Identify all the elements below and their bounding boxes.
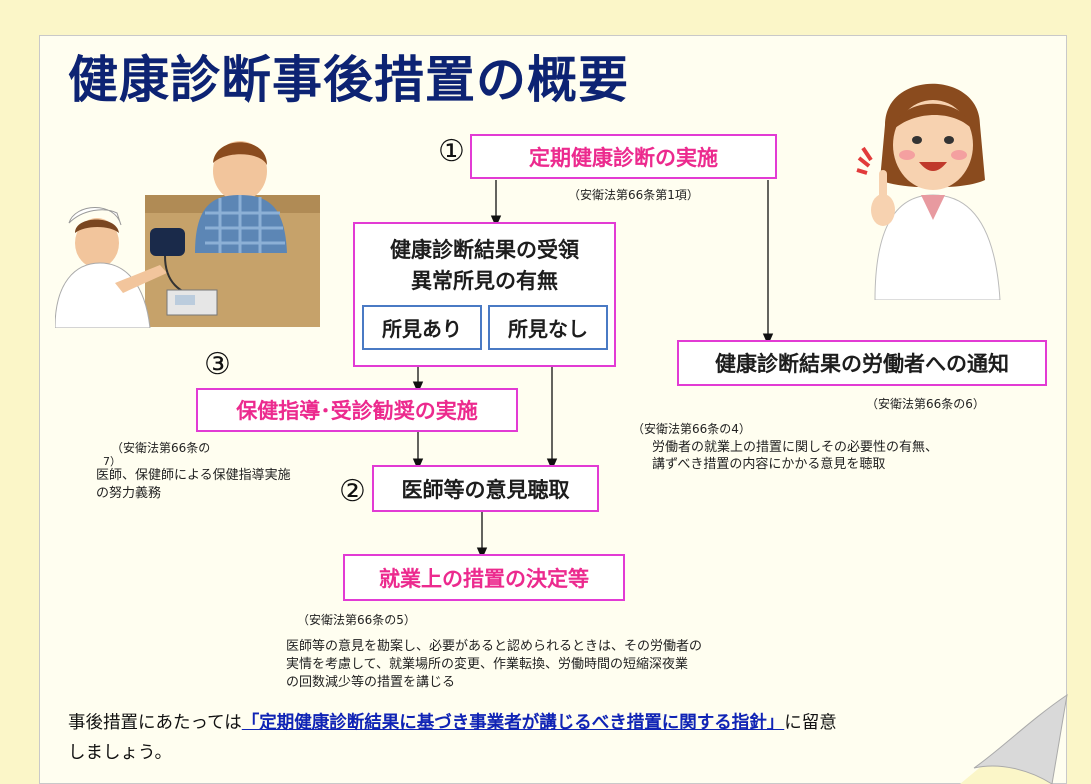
measures-note-line3: の回数減少等の措置を講じる	[286, 675, 456, 690]
periodic-exam-box: 定期健康診断の実施	[470, 134, 777, 179]
opinion-note-line1: 労働者の就業上の措置に関しその必要性の有無、	[652, 440, 939, 455]
footer-prefix: 事後措置にあたっては	[68, 713, 242, 733]
step-number-3: ③	[204, 347, 231, 382]
ref-article-66-6: （安衛法第66条の6）	[866, 397, 985, 411]
work-measures-box: 就業上の措置の決定等	[343, 554, 625, 601]
guideline-link[interactable]: 「定期健康診断結果に基づき事業者が講じるべき措置に関する指針」	[241, 713, 785, 733]
footer-suffix: に留意	[784, 713, 837, 733]
page-title: 健康診断事後措置の概要	[68, 51, 629, 109]
guidance-note-line1: 医師、保健師による保健指導実施	[96, 468, 291, 483]
footer-text: 事後措置にあたっては「定期健康診断結果に基づき事業者が講じるべき措置に関する指針…	[68, 708, 837, 768]
notify-worker-box: 健康診断結果の労働者への通知	[677, 340, 1047, 386]
measures-note-line2: 実情を考慮して、就業場所の変更、作業転換、労働時間の短縮深夜業	[286, 657, 688, 672]
result-receipt-title: 健康診断結果の受領	[390, 238, 579, 262]
guidance-note-line2: の努力義務	[96, 486, 162, 501]
nurse-blood-pressure-illustration	[55, 141, 320, 328]
finding-no-box: 所見なし	[488, 305, 608, 350]
abnormal-findings-label: 異常所見の有無	[411, 269, 558, 293]
measures-note-line1: 医師等の意見を勘案し、必要があると認められるときは、その労働者の	[286, 639, 703, 654]
doctor-illustration	[856, 83, 1001, 300]
doctor-opinion-box: 医師等の意見聴取	[372, 465, 599, 512]
page-curl-decoration	[960, 693, 1068, 784]
ref-article-66-5: （安衛法第66条の5）	[297, 613, 416, 627]
ref-article-66-7-b: 7）	[103, 455, 121, 468]
step-number-2: ②	[339, 474, 366, 509]
finding-yes-box: 所見あり	[362, 305, 482, 350]
footer-line2: しましょう。	[68, 743, 172, 763]
opinion-note-line2: 講ずべき措置の内容にかかる意見を聴取	[652, 457, 886, 472]
ref-article-66-4: （安衛法第66条の4）	[632, 422, 751, 436]
step-number-1: ①	[438, 134, 465, 169]
health-guidance-box: 保健指導･受診勧奨の実施	[196, 388, 518, 432]
ref-article-66-1: （安衛法第66条第1項）	[568, 188, 699, 202]
ref-article-66-7-a: （安衛法第66条の	[111, 441, 211, 455]
